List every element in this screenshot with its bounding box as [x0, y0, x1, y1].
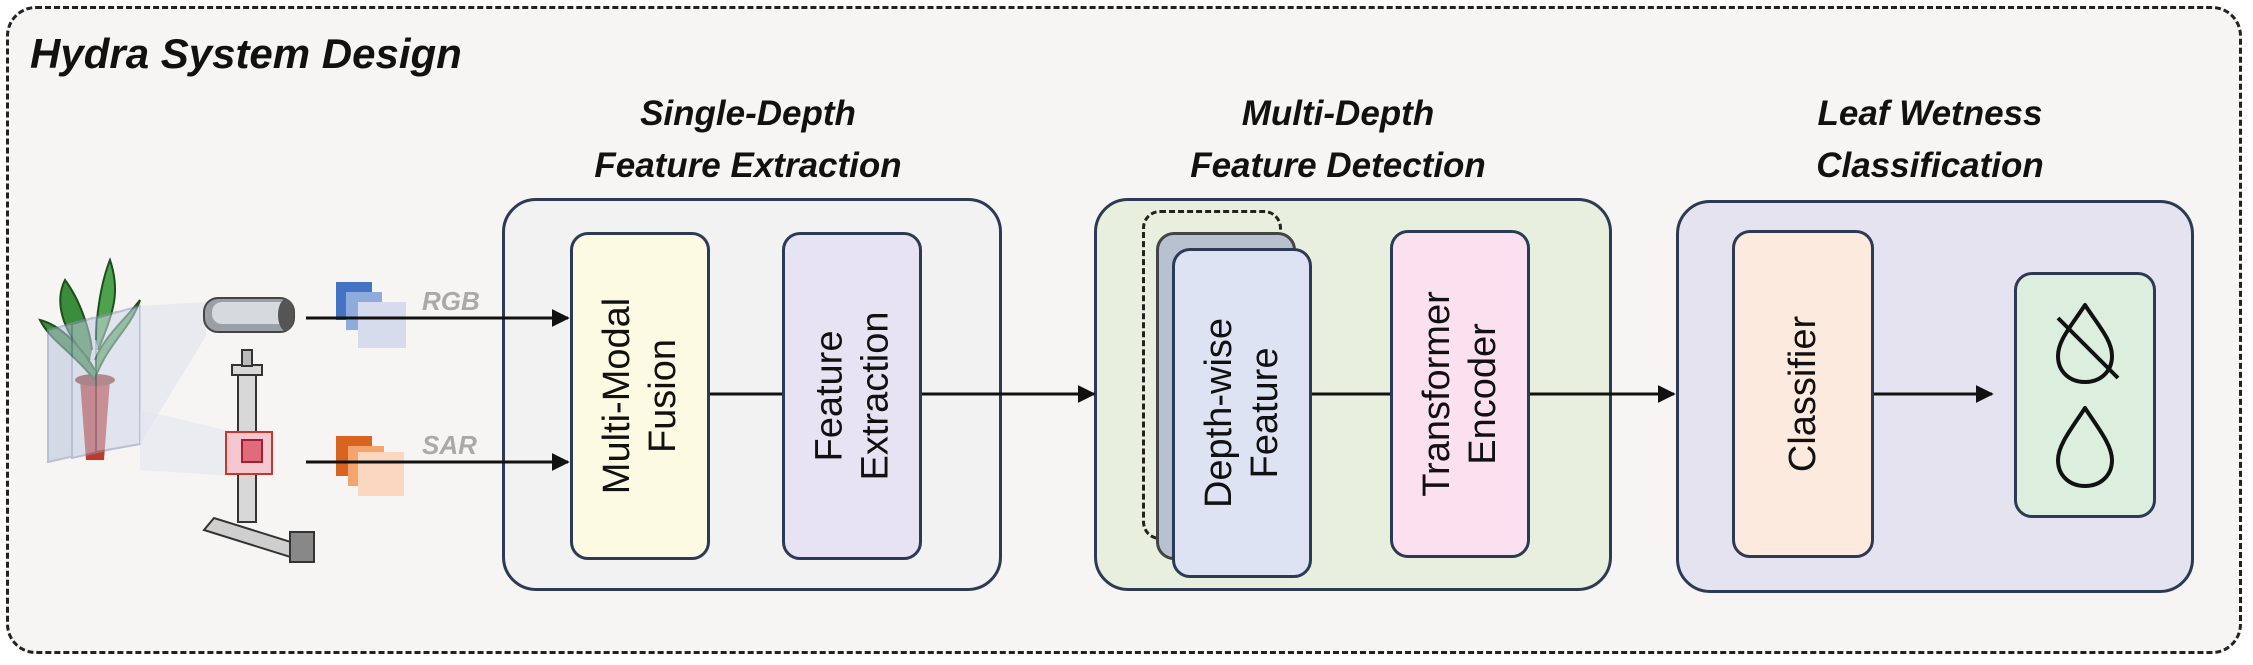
feature-extraction-block: Feature Extraction: [782, 232, 922, 560]
sar-label: SAR: [422, 430, 477, 460]
stage-title-multi-depth: Multi-Depth Feature Detection: [1128, 88, 1548, 192]
stage-title-line1: Leaf Wetness: [1817, 94, 2043, 133]
wet-droplet-icon: [2056, 406, 2114, 488]
stage-title-single-depth: Single-Depth Feature Extraction: [538, 88, 958, 192]
depth-planes-icon: [47, 304, 141, 464]
transformer-encoder-block: Transformer Encoder: [1390, 230, 1530, 558]
radar-rig-icon: [202, 349, 315, 563]
classifier-block: Classifier: [1732, 230, 1874, 558]
page-title: Hydra System Design: [30, 30, 462, 77]
rgb-image-stack-icon: [336, 282, 406, 348]
stage-title-classification: Leaf Wetness Classification: [1720, 88, 2140, 192]
camera-icon: [203, 297, 295, 333]
output-states-block: [2014, 272, 2156, 518]
multi-modal-fusion-block: Multi-Modal Fusion: [570, 232, 710, 560]
rgb-label: RGB: [422, 286, 480, 316]
sar-image-stack-icon: [336, 436, 404, 496]
stage-title-line1: Multi-Depth: [1241, 94, 1435, 133]
stage-title-line2: Classification: [1816, 146, 2044, 185]
stage-title-line2: Feature Extraction: [594, 146, 902, 185]
dry-leaf-icon: [2056, 303, 2120, 384]
stage-title-line1: Single-Depth: [640, 94, 856, 133]
stage-title-line2: Feature Detection: [1190, 146, 1486, 185]
depth-wise-feature-block: Depth-wise Feature: [1172, 248, 1312, 578]
